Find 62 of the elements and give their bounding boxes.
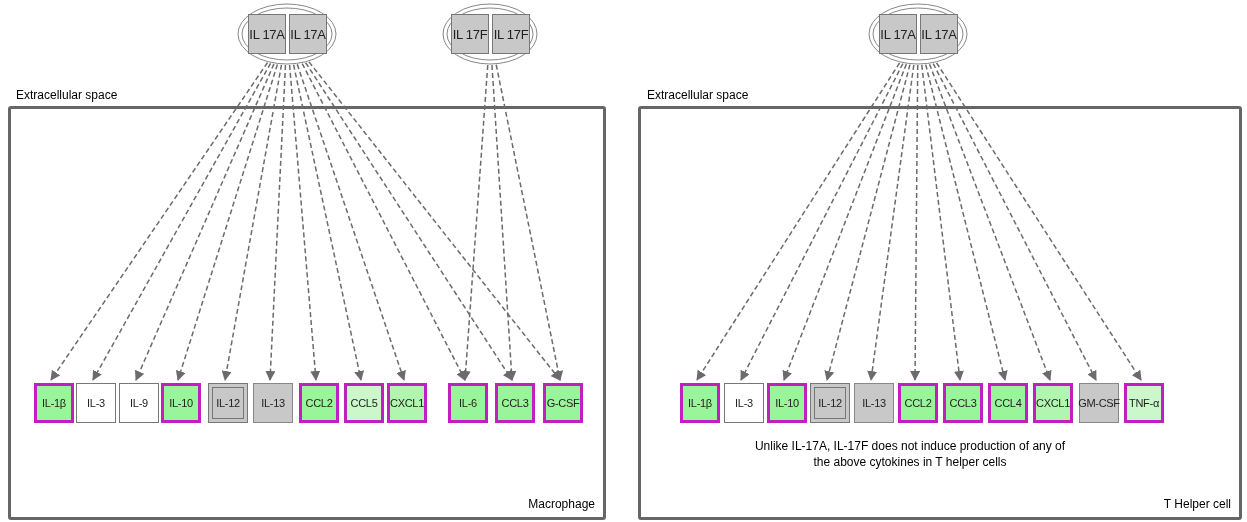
gene-box: CCL3 <box>943 383 983 423</box>
gene-box: IL-6 <box>448 383 488 423</box>
dashed-arrow <box>824 63 911 381</box>
dashed-arrow <box>696 62 901 381</box>
protein-box: IL 17F <box>492 14 530 54</box>
gene-box: CCL3 <box>495 383 535 423</box>
dashed-arrow <box>92 62 272 381</box>
gene-box: G-CSF <box>543 383 583 423</box>
note-text: Unlike IL-17A, IL-17F does not induce production of any of the above cytokines in T helper cells <box>753 438 1067 470</box>
dashed-arrow <box>50 61 269 381</box>
dashed-arrow <box>292 64 364 381</box>
dashed-arrow <box>304 62 513 381</box>
dashed-arrow <box>491 64 517 381</box>
compartment-label: T Helper cell <box>1163 496 1231 513</box>
dashed-arrow <box>460 64 489 381</box>
dashed-arrow <box>932 62 1097 381</box>
gene-box: TNF-α <box>1124 383 1164 423</box>
dashed-arrow <box>135 63 275 381</box>
dashed-arrow <box>910 64 921 381</box>
gene-box: IL-10 <box>161 383 201 423</box>
dashed-arrow <box>301 62 466 381</box>
dashed-arrow <box>921 64 964 381</box>
gene-box: CCL2 <box>898 383 938 423</box>
dashed-arrow <box>265 64 287 381</box>
dashed-arrow <box>924 63 1008 381</box>
dashed-arrow <box>221 64 283 381</box>
dashed-arrow <box>740 62 904 381</box>
dashed-arrow <box>928 63 1052 381</box>
compartment-label: Extracellular space <box>16 87 118 104</box>
gene-box: CCL4 <box>988 383 1028 423</box>
gene-box: IL-10 <box>767 383 807 423</box>
gene-box: IL-9 <box>119 383 159 423</box>
cell-compartment <box>638 106 1242 520</box>
protein-box: IL 17F <box>451 14 489 54</box>
dashed-arrow <box>296 63 406 381</box>
cell-compartment <box>8 106 606 520</box>
dashed-arrow <box>308 61 561 381</box>
protein-box: IL 17A <box>920 14 958 54</box>
compartment-label: Macrophage <box>528 496 595 513</box>
dashed-arrow <box>867 64 915 381</box>
protein-box: IL 17A <box>248 14 286 54</box>
gene-box: CXCL1 <box>1033 383 1073 423</box>
dashed-arrow <box>495 64 564 381</box>
protein-box: IL 17A <box>289 14 327 54</box>
dashed-arrow <box>175 63 279 381</box>
gene-box: IL-1β <box>680 383 720 423</box>
gene-box: CCL2 <box>299 383 339 423</box>
gene-group-box: IL-12 <box>208 383 248 423</box>
gene-box: IL-3 <box>76 383 116 423</box>
protein-box: IL 17A <box>879 14 917 54</box>
gene-box: CXCL1 <box>387 383 427 423</box>
compartment-label: Extracellular space <box>647 87 749 104</box>
gene-box: GM-CSF <box>1079 383 1119 423</box>
gene-box: IL-13 <box>854 383 894 423</box>
gene-box: IL-3 <box>724 383 764 423</box>
gene-box: CCL5 <box>344 383 384 423</box>
gene-group-box: IL-12 <box>810 383 850 423</box>
gene-box: IL-13 <box>253 383 293 423</box>
dashed-arrow <box>782 63 908 381</box>
dashed-arrow <box>288 64 321 381</box>
gene-box: IL-1β <box>34 383 74 423</box>
dashed-arrow <box>935 62 1142 381</box>
